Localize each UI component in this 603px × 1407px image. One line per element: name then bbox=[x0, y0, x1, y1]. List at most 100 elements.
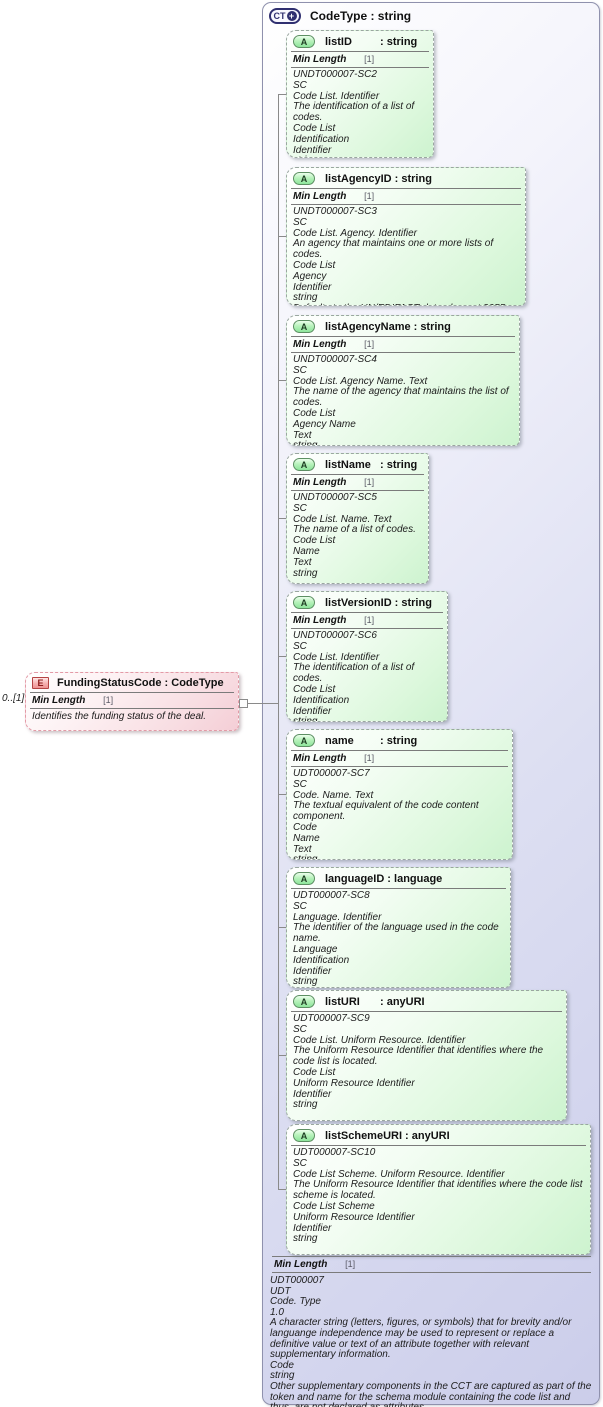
attribute-list-id[interactable]: A listID : string Min Length [1] UNDT000… bbox=[286, 30, 434, 158]
facet-row: Min Length [1] bbox=[268, 1257, 595, 1272]
facet-row: Min Length [1] bbox=[287, 52, 433, 67]
attribute-name: listURI bbox=[325, 995, 360, 1008]
facet-value: [1] bbox=[345, 1259, 356, 1269]
facet-row: Min Length [1] bbox=[287, 189, 525, 204]
attribute-type: : string bbox=[380, 458, 418, 471]
attribute-name: languageID bbox=[325, 872, 385, 885]
facet-row: Min Length [1] bbox=[287, 613, 447, 628]
connector-stub bbox=[279, 94, 287, 95]
divider bbox=[291, 188, 521, 189]
attribute-header: A listAgencyName : string bbox=[287, 316, 519, 336]
attribute-list-scheme-uri[interactable]: A listSchemeURI : anyURI UDT000007-SC10 … bbox=[286, 1124, 591, 1255]
divider bbox=[291, 204, 521, 205]
attribute-name: listVersionID bbox=[325, 596, 392, 609]
attribute-header: A listSchemeURI : anyURI bbox=[287, 1125, 590, 1145]
attribute-type: : string bbox=[380, 734, 418, 747]
element-header: E FundingStatusCode : CodeType bbox=[26, 673, 238, 692]
facet-name: Min Length bbox=[293, 615, 347, 626]
attribute-type: : anyURI bbox=[405, 1129, 450, 1142]
divider bbox=[291, 888, 506, 889]
attribute-annotations: UNDT000007-SC4 SC Code List. Agency Name… bbox=[293, 354, 509, 446]
connector-stub bbox=[279, 927, 287, 928]
element-annotation: Identifies the funding status of the dea… bbox=[32, 711, 207, 722]
connector-trunk bbox=[278, 94, 279, 1190]
attribute-list-version-id[interactable]: A listVersionID : string Min Length [1] … bbox=[286, 591, 448, 722]
facet-name: Min Length bbox=[293, 339, 347, 350]
attribute-name: listName bbox=[325, 458, 371, 471]
divider bbox=[291, 67, 429, 68]
facet-name: Min Length bbox=[274, 1259, 328, 1270]
expand-handle[interactable] bbox=[239, 699, 248, 708]
facet-name: Min Length bbox=[293, 753, 347, 764]
attribute-icon: A bbox=[293, 872, 315, 885]
attribute-icon: A bbox=[293, 1129, 315, 1142]
facet-value: [1] bbox=[364, 54, 375, 64]
occurrence-label: 0..[1] bbox=[2, 693, 25, 704]
attribute-header: A listAgencyID : string bbox=[287, 168, 525, 188]
attribute-type: : string bbox=[394, 172, 432, 185]
divider bbox=[291, 750, 508, 751]
complex-type-title: CodeType : string bbox=[310, 9, 412, 23]
attribute-icon: A bbox=[293, 995, 315, 1008]
attribute-language-id[interactable]: A languageID : language UDT000007-SC8 SC… bbox=[286, 867, 511, 988]
divider bbox=[291, 1011, 562, 1012]
attribute-list-uri[interactable]: A listURI : anyURI UDT000007-SC9 SC Code… bbox=[286, 990, 567, 1121]
attribute-type: : string bbox=[380, 35, 418, 48]
attribute-name[interactable]: A name : string Min Length [1] UDT000007… bbox=[286, 729, 513, 860]
element-icon: E bbox=[32, 677, 49, 689]
attribute-type: : anyURI bbox=[380, 995, 425, 1008]
attribute-header: A listURI : anyURI bbox=[287, 991, 566, 1011]
facet-row: Min Length [1] bbox=[26, 693, 238, 708]
facet-row: Min Length [1] bbox=[287, 337, 519, 352]
facet-row: Min Length [1] bbox=[287, 475, 428, 490]
element-title: FundingStatusCode : CodeType bbox=[57, 677, 224, 689]
divider bbox=[291, 1145, 586, 1146]
connector-stub bbox=[279, 794, 287, 795]
attribute-icon: A bbox=[293, 596, 315, 609]
facet-name: Min Length bbox=[293, 191, 347, 202]
divider bbox=[291, 474, 424, 475]
connector-stub bbox=[279, 518, 287, 519]
attribute-annotations: UDT000007-SC9 SC Code List. Uniform Reso… bbox=[293, 1013, 544, 1111]
divider bbox=[291, 352, 515, 353]
attribute-header: A name : string bbox=[287, 730, 512, 750]
connector-stub bbox=[279, 1189, 287, 1190]
attribute-annotations: UNDT000007-SC2 SC Code List. Identifier … bbox=[293, 69, 415, 157]
facet-name: Min Length bbox=[293, 477, 347, 488]
attribute-annotations: UNDT000007-SC5 SC Code List. Name. Text … bbox=[293, 492, 416, 579]
attribute-type: : string bbox=[413, 320, 451, 333]
divider bbox=[272, 1272, 591, 1273]
attribute-name: listAgencyID bbox=[325, 172, 392, 185]
connector-stub bbox=[279, 1055, 287, 1056]
complex-type-annotations: UDT000007 UDT Code. Type 1.0 A character… bbox=[270, 1275, 592, 1407]
attribute-annotations: UDT000007-SC8 SC Language. Identifier Th… bbox=[293, 890, 499, 988]
divider bbox=[291, 628, 443, 629]
attribute-list-agency-name[interactable]: A listAgencyName : string Min Length [1]… bbox=[286, 315, 520, 446]
attribute-annotations: UNDT000007-SC6 SC Code List. Identifier … bbox=[293, 630, 415, 722]
facet-value: [1] bbox=[364, 753, 375, 763]
connector-stub bbox=[279, 236, 287, 237]
element-fundingstatuscode[interactable]: E FundingStatusCode : CodeType Min Lengt… bbox=[25, 672, 239, 731]
attribute-icon: A bbox=[293, 458, 315, 471]
divider bbox=[30, 692, 234, 693]
attribute-type: : language bbox=[387, 872, 443, 885]
facet-value: [1] bbox=[364, 191, 375, 201]
complex-type-icon-label: CT bbox=[273, 11, 286, 21]
facet-value: [1] bbox=[103, 695, 114, 705]
attribute-icon: A bbox=[293, 320, 315, 333]
attribute-annotations: UDT000007-SC10 SC Code List Scheme. Unif… bbox=[293, 1147, 583, 1245]
complex-type-footer: Min Length [1] UDT000007 UDT Code. Type … bbox=[268, 1256, 595, 1407]
divider bbox=[291, 336, 515, 337]
attribute-list-name[interactable]: A listName : string Min Length [1] UNDT0… bbox=[286, 453, 429, 584]
attribute-icon: A bbox=[293, 172, 315, 185]
divider bbox=[272, 1256, 591, 1257]
attribute-name: listAgencyName bbox=[325, 320, 411, 333]
complex-type-header: CT + CodeType : string bbox=[269, 8, 411, 24]
attribute-list-agency-id[interactable]: A listAgencyID : string Min Length [1] U… bbox=[286, 167, 526, 306]
complex-type-icon: CT + bbox=[269, 8, 301, 24]
divider bbox=[291, 51, 429, 52]
attribute-name: listID bbox=[325, 35, 352, 48]
divider bbox=[291, 612, 443, 613]
divider bbox=[30, 708, 234, 709]
